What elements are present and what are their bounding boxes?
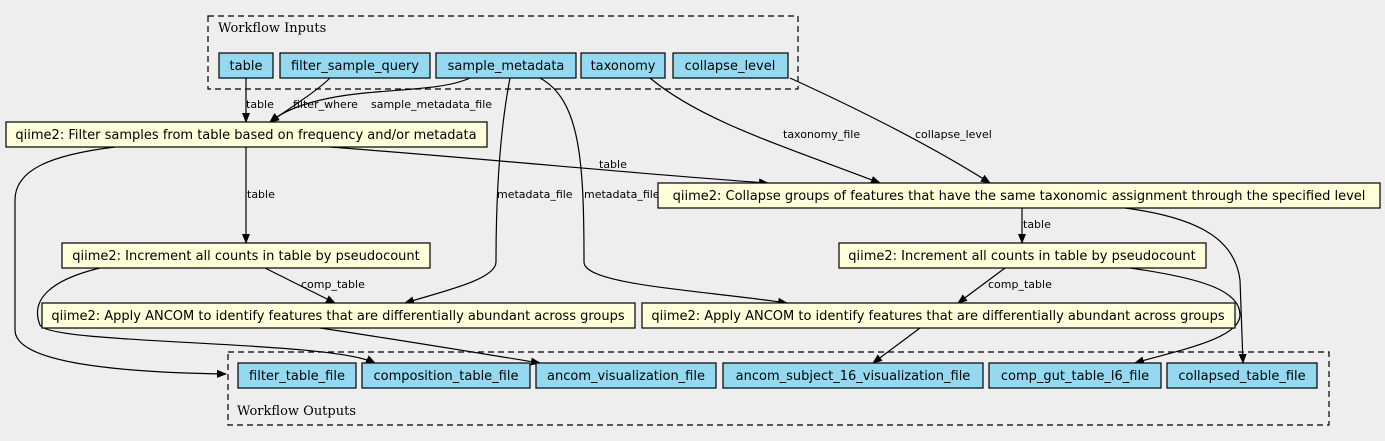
- input-node-table[interactable]: table: [218, 52, 274, 79]
- output-node-label: comp_gut_table_l6_file: [1001, 369, 1149, 384]
- output-node-ancom-visualization-file[interactable]: ancom_visualization_file: [535, 362, 717, 389]
- edge-metadata-to-filter: [269, 77, 471, 123]
- edge-label: comp_table: [301, 278, 365, 291]
- output-node-filter-table-file[interactable]: filter_table_file: [237, 362, 357, 389]
- edge-filter-to-collapse: [329, 146, 769, 187]
- edge-level-to-collapse: [789, 77, 991, 184]
- step-node-ancom-left[interactable]: qiime2: Apply ANCOM to identify features…: [41, 302, 636, 329]
- edge-increment-right-to-comp-gut: [1129, 267, 1241, 365]
- input-node-filter-sample-query[interactable]: filter_sample_query: [279, 52, 431, 79]
- step-node-ancom-right[interactable]: qiime2: Apply ANCOM to identify features…: [641, 302, 1236, 329]
- output-node-composition-table-file[interactable]: composition_table_file: [361, 362, 531, 389]
- edge-label: filter_where: [293, 98, 358, 111]
- edge-label: metadata_file: [584, 188, 660, 201]
- edge-filter-to-filter-table-file: [14, 146, 227, 378]
- edge-label: metadata_file: [497, 188, 573, 201]
- edge-ancom-left-to-visualization: [319, 327, 541, 366]
- step-node-filter-samples[interactable]: qiime2: Filter samples from table based …: [5, 121, 488, 148]
- edge-label: table: [1023, 218, 1051, 231]
- edge-label: table: [599, 158, 627, 171]
- input-node-label: table: [230, 59, 263, 74]
- step-node-label: qiime2: Apply ANCOM to identify features…: [651, 309, 1225, 324]
- output-node-comp-gut-table-l6-file[interactable]: comp_gut_table_l6_file: [988, 362, 1162, 389]
- step-node-label: qiime2: Apply ANCOM to identify features…: [51, 309, 625, 324]
- input-node-label: filter_sample_query: [291, 59, 419, 74]
- step-node-increment-left[interactable]: qiime2: Increment all counts in table by…: [61, 242, 431, 269]
- output-node-label: filter_table_file: [249, 369, 345, 384]
- output-node-collapsed-table-file[interactable]: collapsed_table_file: [1166, 362, 1318, 389]
- edges: [14, 77, 1247, 378]
- edge-metadata-to-ancom-right: [539, 77, 788, 306]
- edge-ancom-right-to-subject-visualization: [872, 327, 921, 364]
- output-node-label: ancom_subject_16_visualization_file: [736, 369, 971, 384]
- workflow-outputs-cluster: Workflow Outputs: [227, 351, 1330, 426]
- edge-label: comp_table: [988, 278, 1052, 291]
- edge-taxonomy-to-collapse: [649, 77, 881, 184]
- edge-labels: table filter_where sample_metadata_file …: [246, 98, 1052, 291]
- edge-increment-right-to-ancom: [957, 267, 1006, 304]
- workflow-outputs-title: Workflow Outputs: [237, 404, 356, 419]
- output-node-ancom-subject-16-visualization-file[interactable]: ancom_subject_16_visualization_file: [722, 362, 984, 389]
- step-node-label: qiime2: Collapse groups of features that…: [673, 189, 1366, 204]
- edge-metadata-to-ancom-left: [404, 77, 511, 305]
- workflow-inputs-title: Workflow Inputs: [218, 21, 326, 36]
- step-node-label: qiime2: Increment all counts in table by…: [72, 249, 420, 264]
- input-node-label: sample_metadata: [448, 59, 565, 74]
- step-node-label: qiime2: Increment all counts in table by…: [848, 249, 1196, 264]
- edge-collapse-to-collapsed-table-file: [1124, 207, 1247, 364]
- edge-label: table: [247, 188, 275, 201]
- workflow-inputs-cluster: Workflow Inputs: [207, 15, 799, 90]
- input-node-sample-metadata[interactable]: sample_metadata: [435, 52, 577, 79]
- edge-label: taxonomy_file: [783, 128, 860, 141]
- output-node-label: composition_table_file: [374, 369, 519, 384]
- step-node-label: qiime2: Filter samples from table based …: [15, 128, 476, 143]
- edge-label: collapse_level: [915, 128, 992, 141]
- edge-increment-left-to-ancom: [264, 267, 336, 304]
- input-node-label: taxonomy: [591, 59, 656, 74]
- output-node-label: collapsed_table_file: [1178, 369, 1305, 384]
- edge-label: sample_metadata_file: [371, 98, 492, 111]
- step-node-collapse-groups[interactable]: qiime2: Collapse groups of features that…: [657, 182, 1381, 209]
- input-node-collapse-level[interactable]: collapse_level: [672, 52, 789, 79]
- edge-increment-left-to-composition: [36, 267, 376, 364]
- step-node-increment-right[interactable]: qiime2: Increment all counts in table by…: [838, 242, 1207, 269]
- input-node-taxonomy[interactable]: taxonomy: [580, 52, 666, 79]
- edge-label: table: [246, 98, 274, 111]
- input-node-label: collapse_level: [685, 59, 776, 74]
- output-node-label: ancom_visualization_file: [547, 369, 705, 384]
